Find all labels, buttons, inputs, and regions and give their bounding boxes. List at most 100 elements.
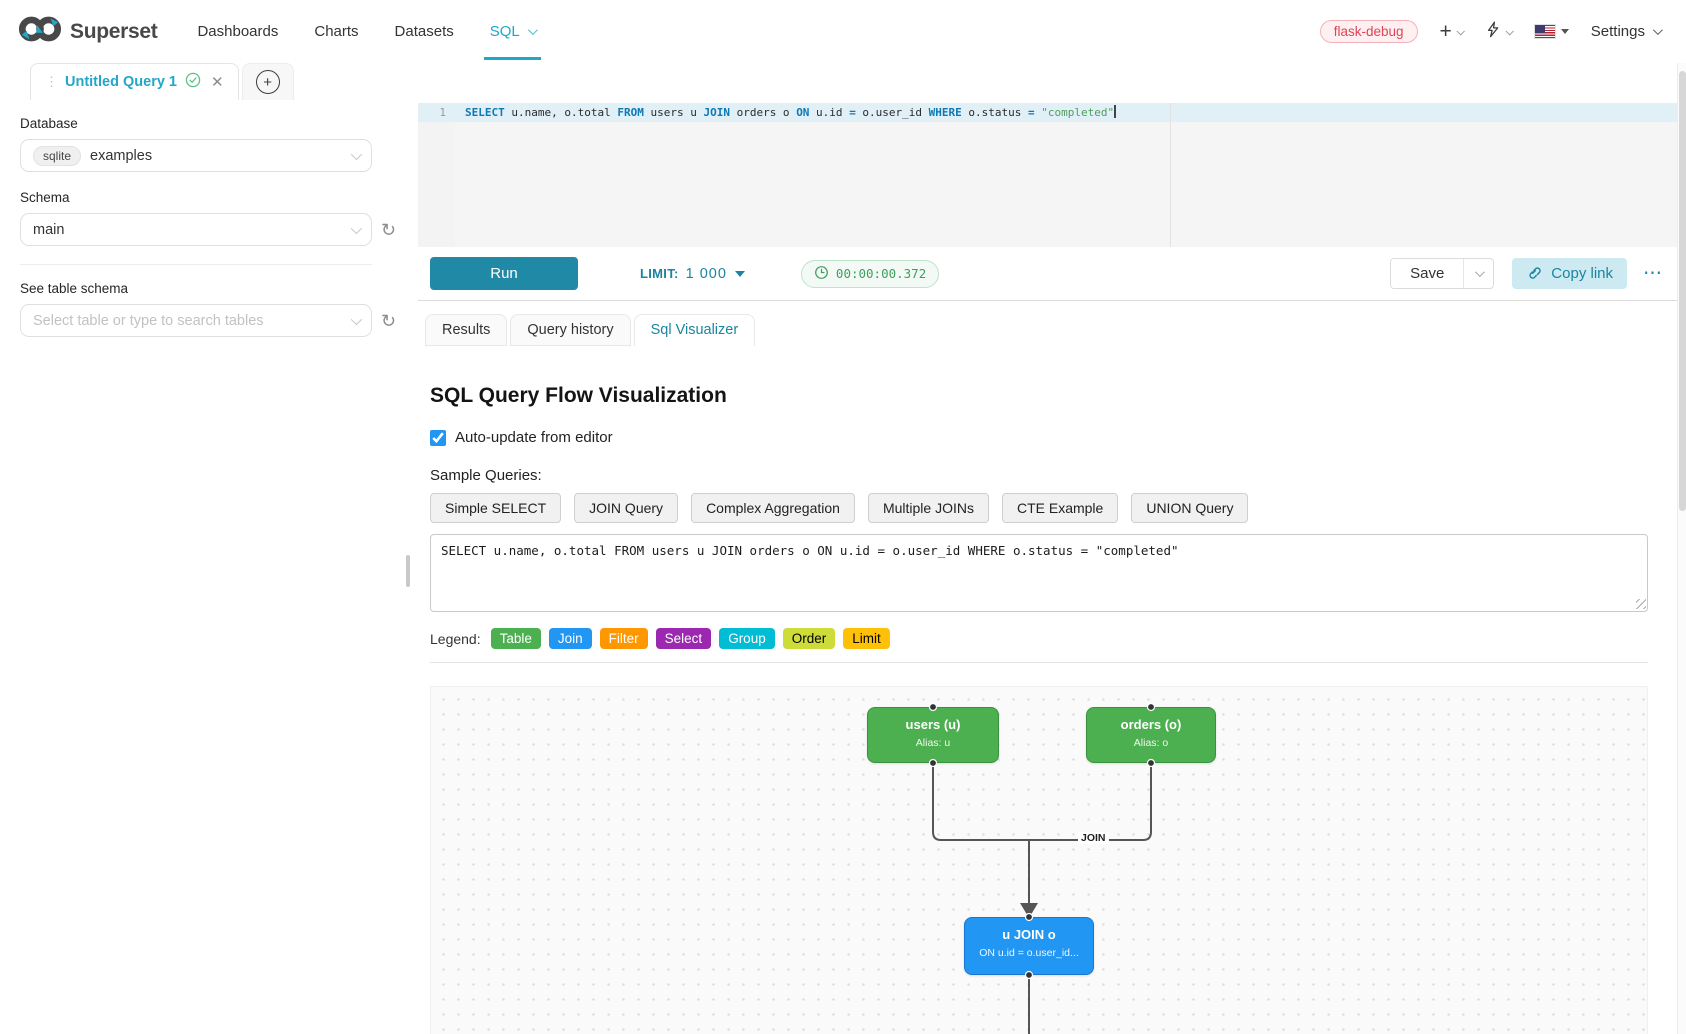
sql-code-line[interactable]: SELECT u.name, o.total FROM users u JOIN… — [465, 103, 1116, 122]
nav-item-label: SQL — [489, 23, 520, 40]
saved-check-icon — [185, 72, 201, 93]
sql-token: = — [1028, 106, 1035, 119]
query-status-menu[interactable] — [1485, 21, 1514, 43]
textarea-resize-handle[interactable] — [1636, 599, 1646, 609]
plus-circle-icon: + — [255, 70, 280, 94]
caret-down-icon — [734, 270, 745, 277]
save-button[interactable]: Save — [1391, 259, 1464, 288]
sidebar-divider — [20, 264, 372, 265]
flow-edges — [928, 702, 1156, 1034]
auto-update-checkbox[interactable] — [430, 429, 446, 446]
save-options-button[interactable] — [1463, 259, 1493, 288]
limit-label: LIMIT: — [640, 266, 679, 281]
chevron-down-icon — [1505, 26, 1514, 36]
auto-update-label: Auto-update from editor — [455, 429, 613, 446]
sql-token: ON — [796, 106, 810, 119]
save-split-button: Save — [1390, 258, 1495, 289]
sql-editor[interactable]: 1 SELECT u.name, o.total FROM users u JO… — [418, 103, 1677, 247]
settings-menu[interactable]: Settings — [1590, 23, 1663, 40]
settings-label: Settings — [1590, 23, 1645, 40]
language-picker[interactable] — [1533, 24, 1569, 39]
sample-query-button-simple-select[interactable]: Simple SELECT — [430, 493, 562, 523]
sample-query-button-union-query[interactable]: UNION Query — [1131, 493, 1249, 523]
nav-item-label: Dashboards — [197, 23, 279, 40]
lightning-icon — [1485, 21, 1501, 43]
sql-token: WHERE — [928, 106, 962, 119]
nav-item-dashboards[interactable]: Dashboards — [197, 0, 278, 63]
node-title: u JOIN o — [1002, 927, 1056, 942]
scrollbar-thumb[interactable] — [1679, 71, 1686, 511]
tab-sql-visualizer[interactable]: Sql Visualizer — [633, 314, 756, 346]
refresh-tables-icon[interactable]: ↻ — [381, 310, 397, 331]
sql-token: users u — [643, 106, 704, 119]
schema-label: Schema — [20, 190, 70, 205]
query-tab[interactable]: ⋮ Untitled Query 1 ✕ — [30, 63, 239, 100]
limit-dropdown[interactable]: LIMIT: 1 000 — [640, 266, 745, 282]
nav-item-label: Datasets — [394, 23, 454, 40]
schema-select[interactable]: main — [20, 213, 372, 246]
chevron-down-icon — [350, 148, 363, 160]
run-button[interactable]: Run — [430, 257, 578, 290]
sidebar-resize-handle[interactable] — [406, 555, 410, 587]
flow-node-orders[interactable]: orders (o) Alias: o — [1086, 707, 1216, 763]
chevron-down-icon — [527, 25, 538, 36]
join-edge-label: JOIN — [1078, 832, 1109, 844]
database-label: Database — [20, 116, 78, 131]
text-cursor — [1114, 105, 1116, 118]
sql-token: u.name, o.total — [504, 106, 618, 119]
tab-query-history[interactable]: Query history — [510, 314, 631, 346]
divider — [430, 662, 1648, 663]
us-flag-icon — [1533, 24, 1556, 39]
brand-name: Superset — [70, 19, 158, 43]
editor-print-margin — [1170, 103, 1171, 247]
caret-down-icon — [1560, 29, 1569, 34]
sample-query-button-cte-example[interactable]: CTE Example — [1001, 493, 1119, 523]
legend-chip-select: Select — [655, 628, 712, 649]
sample-query-button-complex-aggregation[interactable]: Complex Aggregation — [691, 493, 855, 523]
superset-brand[interactable]: Superset — [18, 13, 158, 50]
refresh-schemas-icon[interactable]: ↻ — [381, 219, 397, 240]
chevron-down-icon — [1652, 25, 1663, 36]
page-scrollbar[interactable] — [1677, 63, 1686, 1034]
plus-icon: + — [1439, 20, 1452, 43]
nav-item-sql[interactable]: SQL — [483, 0, 541, 63]
sample-query-button-join-query[interactable]: JOIN Query — [574, 493, 679, 523]
node-title: users (u) — [905, 717, 961, 732]
tab-results[interactable]: Results — [425, 314, 508, 346]
copy-link-label: Copy link — [1551, 265, 1613, 282]
sample-queries-label: Sample Queries: — [430, 467, 542, 484]
line-number: 1 — [439, 106, 446, 119]
copy-link-button[interactable]: Copy link — [1512, 258, 1627, 289]
database-value: examples — [90, 147, 153, 164]
table-select[interactable]: Select table or type to search tables — [20, 304, 372, 337]
query-input[interactable]: SELECT u.name, o.total FROM users u JOIN… — [430, 534, 1648, 612]
sample-query-button-multiple-joins[interactable]: Multiple JOINs — [867, 493, 989, 523]
nav-item-charts[interactable]: Charts — [314, 0, 358, 63]
chevron-down-icon — [1456, 26, 1465, 36]
chevron-down-icon — [350, 313, 363, 325]
close-icon[interactable]: ✕ — [211, 74, 224, 91]
sql-token: FROM — [617, 106, 644, 119]
flow-node-join[interactable]: u JOIN o ON u.id = o.user_id... — [964, 917, 1094, 975]
nav-item-datasets[interactable]: Datasets — [395, 0, 454, 63]
navbar-right: flask-debug + Settings — [1319, 20, 1663, 43]
sql-token: SELECT — [465, 106, 505, 119]
legend-chip-group: Group — [719, 628, 775, 649]
flow-canvas[interactable]: users (u) Alias: u orders (o) Alias: o u… — [430, 686, 1648, 1034]
database-select[interactable]: sqlite examples — [20, 139, 372, 172]
legend-chip-order: Order — [782, 628, 836, 649]
node-subtitle: Alias: o — [1133, 737, 1169, 749]
drag-grip-icon[interactable]: ⋮ — [45, 74, 58, 89]
legend-chip-table: Table — [490, 628, 541, 649]
sql-token: u.id — [809, 106, 850, 119]
new-query-tab-button[interactable]: + — [241, 63, 294, 100]
sql-token: orders o — [729, 106, 797, 119]
query-tab-strip: ⋮ Untitled Query 1 ✕ + — [0, 63, 1686, 100]
new-menu[interactable]: + — [1439, 20, 1465, 43]
more-options-button[interactable]: ⋯ — [1643, 263, 1663, 284]
flow-node-users[interactable]: users (u) Alias: u — [867, 707, 999, 763]
link-icon — [1526, 264, 1542, 284]
